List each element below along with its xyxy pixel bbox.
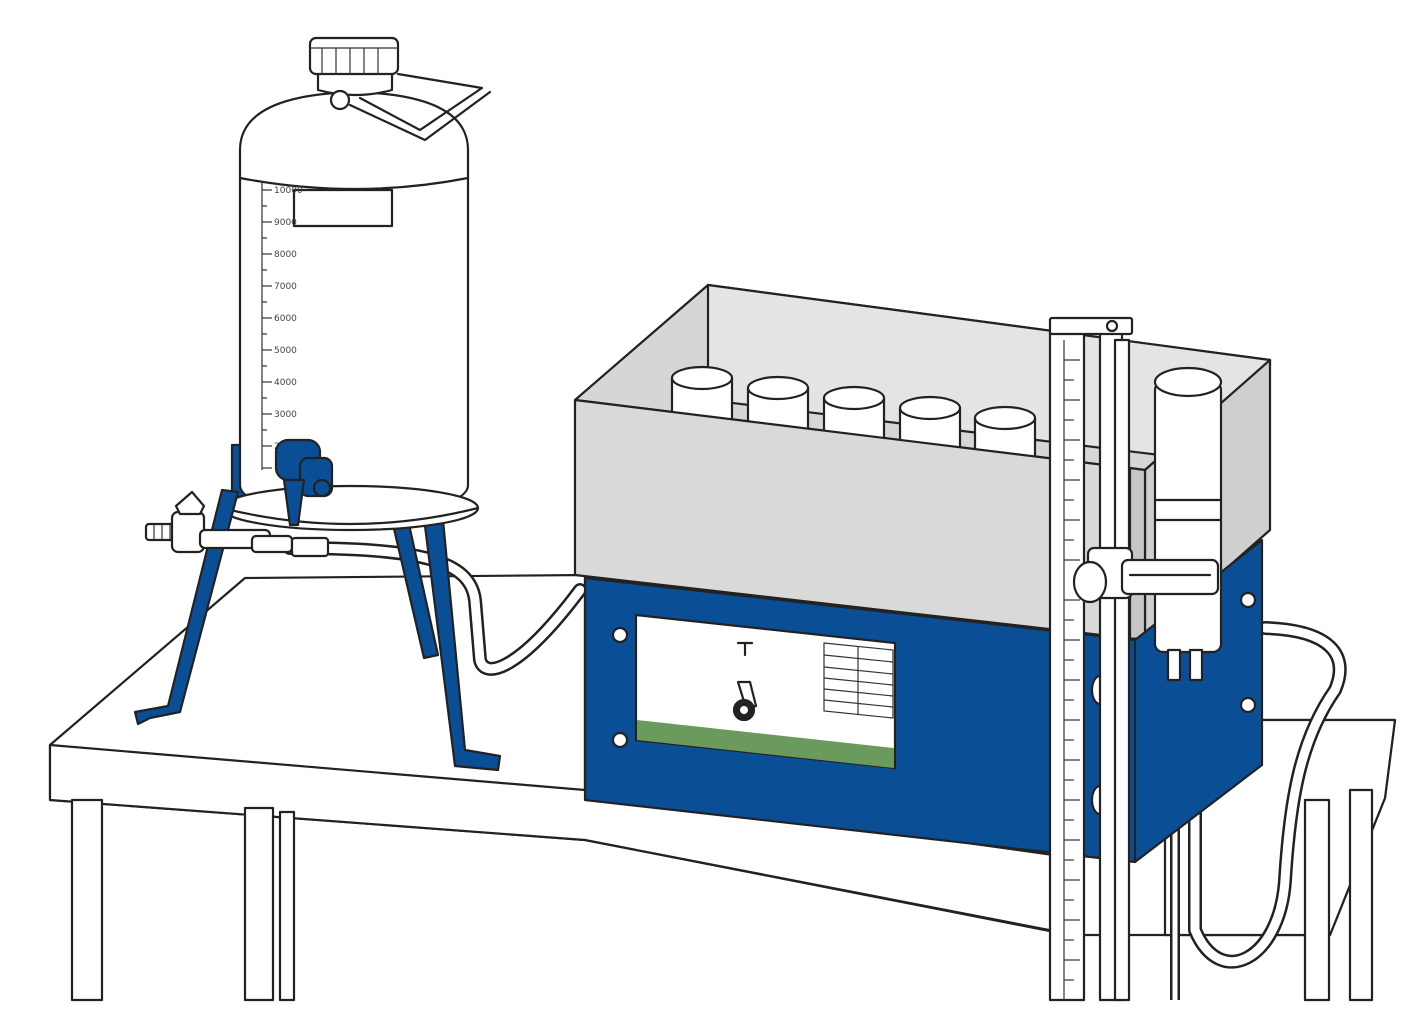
stand-top-bracket — [1048, 316, 1134, 336]
measuring-stand — [1048, 316, 1134, 1002]
bottle-neck — [316, 70, 394, 97]
graduation-label: 10000 — [274, 186, 303, 196]
graduation-label: 9000 — [274, 218, 297, 228]
clamp-knob — [1072, 560, 1108, 604]
bottle-handle — [358, 72, 484, 132]
aspirator-bottle: 10000 9000 8000 7000 6000 5000 4000 3000… — [220, 36, 492, 532]
control-panel — [634, 613, 897, 770]
sensor-top — [1153, 366, 1223, 398]
graduation-label: 3000 — [274, 410, 297, 420]
tubing — [283, 541, 1347, 1000]
stand-rod-second — [1113, 338, 1131, 1002]
graduation-label: 7000 — [274, 282, 297, 292]
control-panel-table — [823, 642, 894, 719]
bottle-label-area — [292, 188, 394, 228]
sensor-clamp — [1120, 558, 1220, 596]
selector-switch — [732, 641, 758, 722]
bottle-cap — [308, 36, 400, 76]
ruler-ticks — [1064, 359, 1080, 981]
pressure-sensor — [1120, 366, 1223, 682]
graduation-label: 6000 — [274, 314, 297, 324]
vertical-ruler — [1048, 328, 1086, 1002]
sensor-body — [1153, 380, 1223, 654]
water-bath — [573, 283, 1272, 864]
table-legs — [70, 788, 1374, 1002]
side-tap-assembly — [144, 490, 330, 558]
control-panel-green-strip — [637, 720, 894, 768]
graduation-label: 4000 — [274, 378, 297, 388]
graduation-label: 8000 — [274, 250, 297, 260]
graduation-label: 5000 — [274, 346, 297, 356]
bottle-stopcock — [274, 438, 334, 527]
